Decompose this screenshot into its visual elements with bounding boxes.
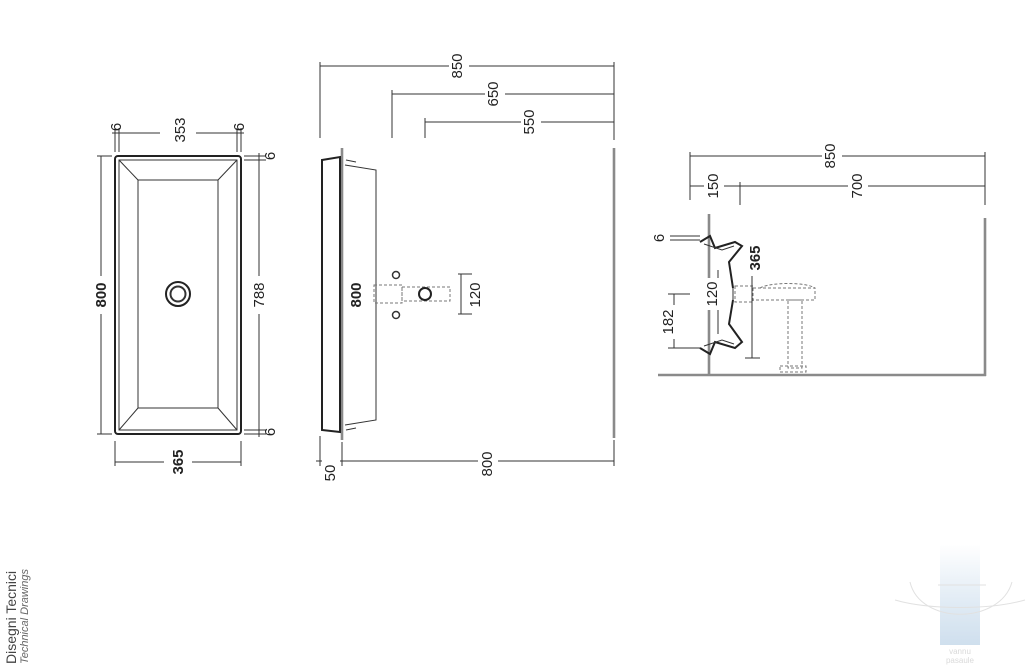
dim-side-length: 800 [348, 282, 365, 307]
basin-section-top [699, 234, 744, 289]
dim-section-150: 150 [705, 173, 722, 198]
dim-section-lower: 182 [660, 309, 677, 334]
fixing-screw-icon [391, 310, 401, 320]
basin-bottom [137, 179, 219, 409]
side-title-main: Disegni Tecnici [3, 570, 19, 664]
dim-section-depth: 365 [747, 245, 764, 270]
dim-section-drain: 120 [704, 281, 721, 306]
watermark-text-1: vannu [949, 647, 971, 656]
drain-icon [165, 281, 191, 307]
dim-overall-550: 550 [521, 109, 538, 134]
dim-rim-top: 6 [262, 152, 279, 160]
dim-width-total: 365 [170, 449, 187, 474]
section-view: 850 150 700 6 365 120 182 [651, 140, 987, 377]
fixing-screw-icon [391, 270, 401, 280]
watermark-text-2: pasaule [946, 656, 975, 665]
basin-outer-outline [114, 155, 242, 435]
dim-section-rim: 6 [651, 234, 668, 242]
side-view: 800 120 850 650 550 50 800 [316, 50, 616, 488]
side-title: Disegni Tecnici Technical Drawings [3, 569, 32, 664]
dim-drain-offset: 120 [467, 282, 484, 307]
dim-inner-length: 788 [251, 282, 268, 307]
dim-length-total: 800 [93, 282, 110, 307]
dim-inner-width: 353 [172, 117, 189, 142]
dim-section-700: 700 [849, 173, 866, 198]
dim-rim-bottom: 6 [262, 428, 279, 436]
watermark-logo: vannu pasaule [894, 545, 1026, 665]
dim-wall-span: 800 [479, 451, 496, 476]
dim-wall-gap: 50 [322, 465, 339, 482]
dim-rim-left: 6 [108, 123, 125, 131]
dim-section-overall: 850 [822, 143, 839, 168]
drain-outlet-icon [418, 287, 432, 301]
dim-overall-650: 650 [485, 81, 502, 106]
side-title-sub: Technical Drawings [19, 569, 31, 664]
basin-section-bottom [699, 299, 744, 356]
dim-rim-right: 6 [231, 123, 248, 131]
top-view: 353 6 6 365 800 788 6 6 [90, 117, 279, 475]
basin-inner-rim [118, 159, 238, 431]
basin-profile [321, 155, 341, 434]
dim-overall-850: 850 [449, 53, 466, 78]
